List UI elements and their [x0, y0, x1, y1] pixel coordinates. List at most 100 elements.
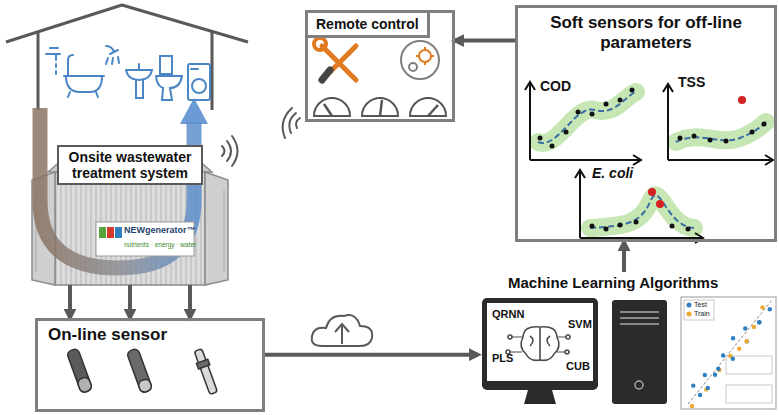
tss-plot [692, 134, 697, 139]
scatter-plot [681, 297, 776, 409]
container-door [205, 172, 228, 285]
tss-plot [676, 122, 766, 142]
wireless-signal [222, 136, 238, 166]
sensor-probe [194, 349, 217, 395]
gauge-icons [324, 104, 332, 116]
logo-text: NEWgenerator™ [124, 226, 196, 236]
house [6, 5, 248, 110]
bathtub [64, 55, 104, 97]
computer-tower [635, 381, 643, 389]
sensor-box: On-line sensor [35, 318, 265, 412]
cod-plot [525, 82, 641, 165]
tools-icon [314, 38, 356, 80]
scatter-dot [698, 393, 702, 397]
scatter-dot [691, 383, 695, 387]
cloud-upload [312, 315, 373, 346]
e-coli-plot [618, 223, 623, 228]
gauge-icons [314, 98, 446, 116]
node-title: Machine Learning Algorithms [508, 274, 718, 291]
tss-plot [708, 138, 713, 143]
cod-plot [538, 136, 543, 141]
brain-icon [530, 327, 550, 360]
gear-icon [409, 63, 417, 71]
tools-icon [322, 46, 356, 80]
logo-icon [99, 227, 106, 238]
flow-arrow [622, 242, 626, 272]
shower-head [106, 46, 119, 64]
scatter-dot [690, 404, 694, 408]
gauge-icons [410, 98, 446, 116]
node-label: E. coli [592, 165, 633, 181]
tss-plot [750, 130, 755, 135]
logo-text: nutrients · energy · water [124, 241, 196, 248]
gear-icon [401, 41, 439, 79]
washing-machine [188, 64, 210, 100]
e-coli-plot [604, 227, 609, 232]
node-title: Soft sensors for off-line parameters [530, 13, 762, 52]
computer-tower [612, 300, 667, 404]
cod-plot [538, 92, 636, 143]
stats-box [726, 356, 772, 374]
stats-box [726, 385, 772, 403]
e-coli-plot [590, 224, 595, 229]
node-title: Onsite wastewater treatment system [57, 145, 203, 185]
cod-plot [525, 82, 641, 165]
scatter-dot [757, 320, 761, 324]
sensor-probe [66, 348, 92, 393]
scatter-dot [760, 305, 764, 309]
washing-machine-door [192, 79, 206, 93]
logo-icon [115, 227, 122, 238]
scatter-dot [745, 339, 749, 343]
flow-arrow [455, 39, 515, 43]
brain-icon [521, 327, 559, 361]
brain-icon [566, 335, 570, 339]
scatter-dot [757, 320, 761, 324]
gear-icon [401, 41, 439, 79]
tools-icon [314, 38, 326, 50]
ml-node: Machine Learning AlgorithmsQRNNSVMPLSCUB [478, 272, 776, 410]
gauge-icons [380, 100, 382, 116]
washing-machine-panel [191, 68, 198, 70]
scatter-plot [681, 297, 776, 409]
wireless-signal [296, 118, 300, 128]
cod-plot [576, 110, 581, 115]
system-node: Onsite wastewater treatment system [50, 140, 210, 285]
brain-icon [565, 350, 569, 354]
gauge-icons [314, 98, 350, 116]
node-label: PLS [492, 352, 513, 365]
node-label: CUB [566, 360, 590, 373]
tss-plot [663, 84, 773, 165]
gauge-icons [428, 105, 438, 116]
cod-plot [538, 88, 635, 149]
logo-icon [107, 227, 114, 238]
flow-arrow [68, 285, 72, 318]
scatter-dot [721, 353, 725, 357]
e-coli-plot [648, 188, 656, 196]
scatter-dot [731, 357, 735, 361]
sensor-probe [126, 348, 152, 393]
brain-icon [508, 335, 512, 339]
computer-tower [612, 300, 667, 404]
legend-dot [687, 312, 692, 317]
flow-arrow [188, 285, 192, 318]
cod-plot [590, 112, 595, 117]
sensor-probe [137, 378, 152, 393]
toilet [156, 56, 182, 100]
node-label: TSS [678, 74, 705, 90]
scatter-plot [688, 300, 772, 404]
node-title: Remote control [308, 13, 430, 38]
tss-plot [738, 96, 746, 104]
node-label: SVM [568, 318, 592, 331]
gear-icon [416, 47, 434, 65]
e-coli-plot [590, 195, 694, 228]
cloud-upload [312, 315, 373, 346]
brain-icon [506, 327, 570, 361]
soft-sensor-plots [525, 82, 773, 243]
wireless-signal [232, 136, 238, 166]
cod-plot [618, 98, 623, 103]
cod-plot [630, 88, 635, 93]
node-title: On-line sensor [48, 325, 167, 345]
flow-arrow [128, 285, 132, 318]
monitor-frame [482, 298, 598, 390]
scatter-dot [768, 307, 772, 311]
